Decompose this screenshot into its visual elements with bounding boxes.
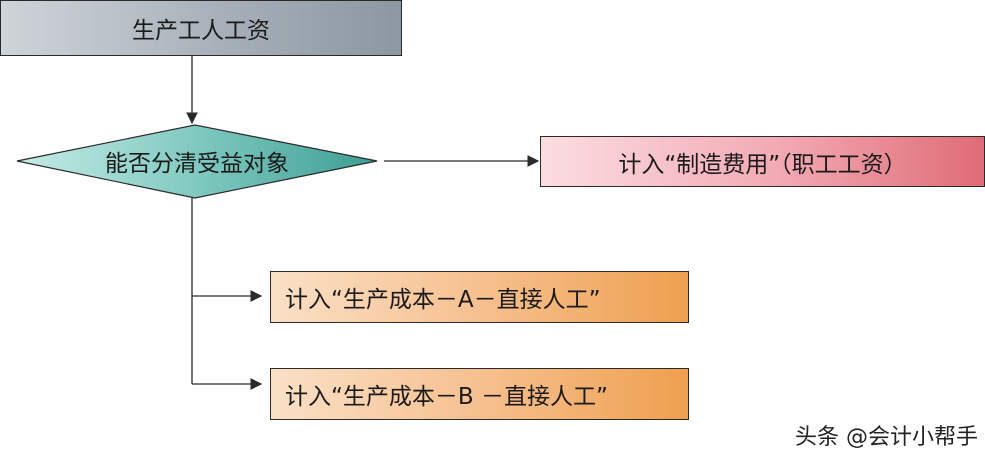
box-production-cost-b-label: 计入“生产成本－B －直接人工” bbox=[285, 384, 608, 410]
box-production-cost-a-label: 计入“生产成本－A－直接人工” bbox=[285, 287, 601, 313]
box-production-cost-a: 计入“生产成本－A－直接人工” bbox=[270, 271, 689, 323]
box-production-wages-label: 生产工人工资 bbox=[132, 18, 270, 44]
watermark: 头条 @会计小帮手 bbox=[795, 425, 978, 450]
box-production-cost-b: 计入“生产成本－B －直接人工” bbox=[270, 368, 689, 420]
decision-label: 能否分清受益对象 bbox=[105, 151, 289, 177]
box-manufacturing-overhead-label: 计入“制造费用”（职工工资） bbox=[618, 151, 907, 178]
box-production-wages: 生产工人工资 bbox=[0, 0, 402, 56]
box-manufacturing-overhead: 计入“制造费用”（职工工资） bbox=[540, 136, 985, 187]
decision-diamond bbox=[16, 124, 378, 199]
